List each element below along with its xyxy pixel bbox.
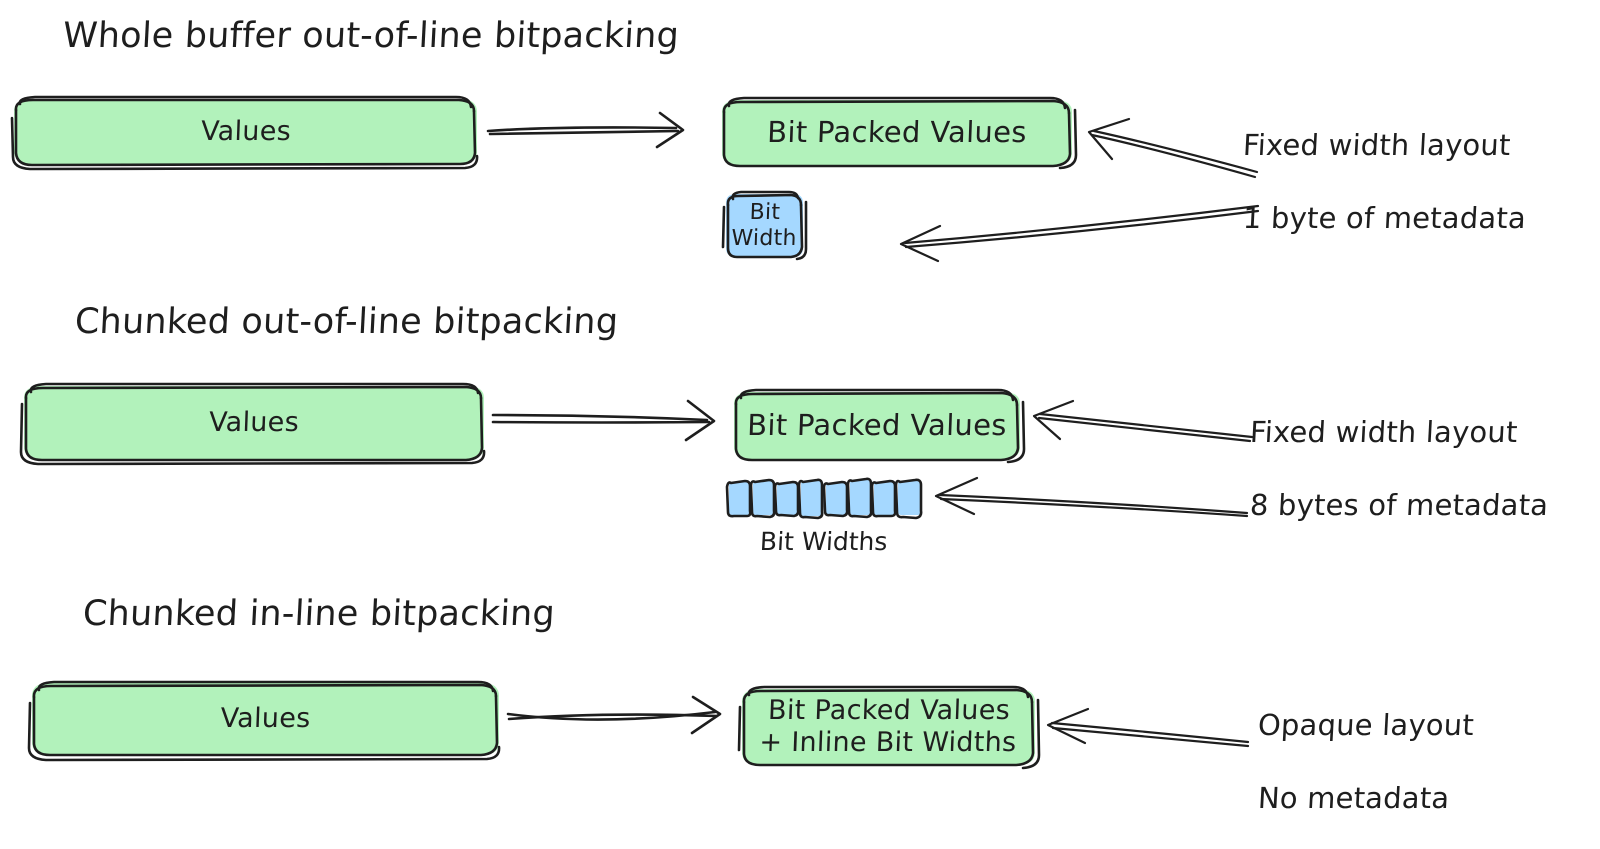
values-box-row1-shape — [10, 95, 479, 171]
bitpacked-box-row2: Bit Packed Values — [746, 408, 1008, 443]
values-box-row2: Values — [208, 406, 300, 438]
bitpacked-box-row2-shape — [734, 388, 1026, 464]
annotation-no-metadata-row3: No metadata — [1257, 781, 1451, 815]
bitwidths-chunks-row2-shape — [725, 477, 923, 520]
annotation-opaque-row3: Opaque layout — [1257, 708, 1475, 742]
values-box-row2-shape — [19, 382, 486, 466]
pointer-fixed-width-row1 — [1087, 117, 1259, 179]
annotation-metadata-row2: 8 bytes of metadata — [1249, 488, 1550, 522]
section-title-chunked-out-of-line: Chunked out-of-line bitpacking — [73, 302, 620, 342]
bitpacked-inline-box-row3: Bit Packed Values + Inline Bit Widths — [758, 695, 1017, 758]
pointer-metadata-row1 — [899, 204, 1260, 263]
arrow-row1 — [486, 111, 685, 149]
values-box-row3: Values — [219, 703, 312, 735]
annotation-metadata-row1: 1 byte of metadata — [1242, 201, 1527, 235]
caption-bit-widths-row2: Bit Widths — [759, 527, 889, 556]
bitwidth-box-row1: Bit Width — [730, 199, 798, 251]
pointer-opaque-row3 — [1046, 707, 1250, 748]
pointer-fixed-width-row2 — [1032, 399, 1254, 443]
pointer-metadata-row2 — [934, 476, 1249, 518]
bitwidth-box-row1-shape — [721, 190, 808, 261]
arrow-row3 — [506, 695, 722, 735]
bitpacked-box-row1: Bit Packed Values — [766, 115, 1028, 150]
values-box-row1: Values — [200, 116, 292, 148]
bitpacked-box-row1-shape — [722, 96, 1078, 170]
annotation-fixed-width-row1: Fixed width layout — [1242, 128, 1512, 162]
annotation-fixed-width-row2: Fixed width layout — [1249, 415, 1519, 449]
section-title-whole-buffer: Whole buffer out-of-line bitpacking — [61, 16, 681, 56]
bitpacked-inline-box-row3-shape — [737, 685, 1041, 770]
arrow-row2 — [491, 399, 716, 442]
section-title-chunked-in-line: Chunked in-line bitpacking — [81, 594, 556, 634]
values-box-row3-shape — [27, 680, 501, 762]
